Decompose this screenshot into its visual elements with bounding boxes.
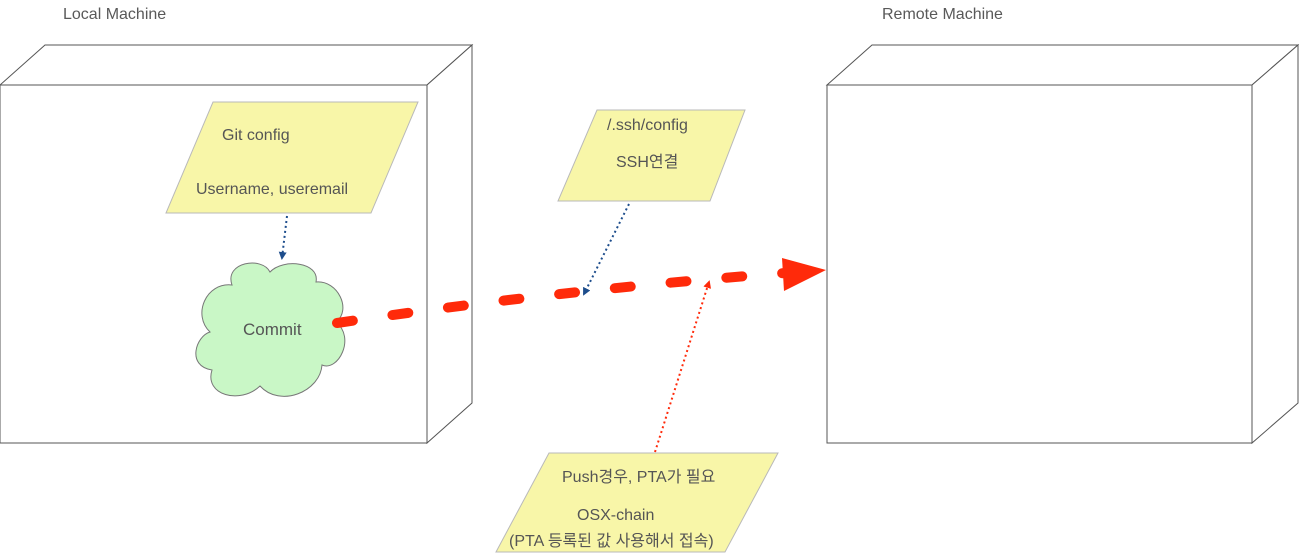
- push-pta-label: Push경우, PTA가 필요: [562, 469, 716, 486]
- osx-chain-label: OSX-chain: [577, 507, 655, 524]
- git-config-note: [165, 101, 419, 214]
- push-pta-note: [495, 452, 779, 553]
- git-config-label: Git config: [222, 127, 290, 144]
- pta-to-push-arrow: [654, 280, 711, 453]
- remote-machine-box: [825, 43, 1299, 445]
- git-username-label: Username, useremail: [196, 181, 349, 198]
- remote-machine-label: Remote Machine: [882, 6, 1003, 23]
- pta-usage-label: (PTA 등록된 값 사용해서 접속): [509, 533, 714, 550]
- commit-label: Commit: [243, 320, 302, 339]
- ssh-config-note: [557, 109, 746, 202]
- config-to-commit-arrow: [278, 215, 288, 260]
- ssh-config-label: /.ssh/config: [607, 117, 688, 134]
- push-arrow-head: [782, 258, 826, 291]
- commit-cloud: [195, 262, 346, 397]
- ssh-to-push-arrow: [583, 203, 630, 296]
- ssh-connect-label: SSH연결: [616, 154, 679, 171]
- local-machine-label: Local Machine: [63, 6, 167, 23]
- push-arrow: [332, 268, 790, 328]
